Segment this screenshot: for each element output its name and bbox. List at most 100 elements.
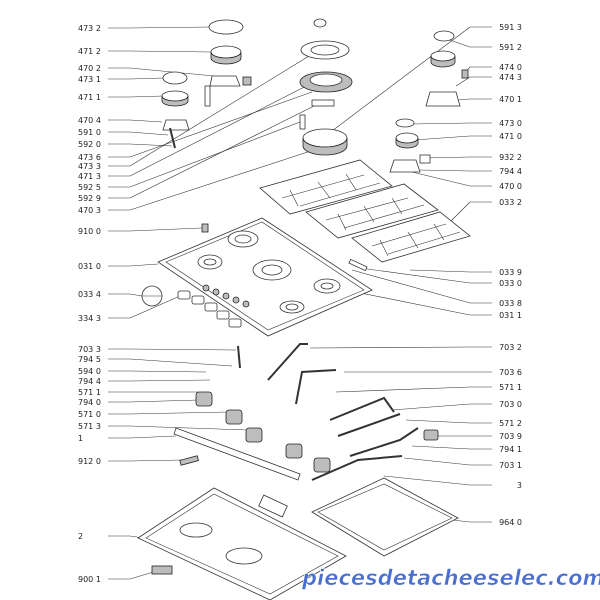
leader-line-right	[411, 445, 471, 450]
leader-line-right	[403, 457, 471, 466]
part-label-right: 033 2	[499, 198, 522, 207]
leader-line-left	[129, 143, 173, 147]
leader-line-right	[383, 475, 471, 486]
part-label-left: 592 9	[78, 194, 101, 203]
leader-line-right	[345, 289, 471, 316]
leader-line-left	[129, 131, 169, 136]
control-knobs	[177, 290, 242, 328]
leader-line-left	[129, 95, 164, 98]
part-label-right: 571 2	[499, 419, 522, 428]
leader-line-right	[409, 269, 471, 273]
leader-line-left	[129, 295, 181, 319]
leader-line-right	[455, 76, 471, 87]
part-label-right: 3	[517, 481, 522, 490]
part-label-left: 592 5	[78, 183, 101, 192]
part-label-left: 910 0	[78, 227, 101, 236]
leader-line-left	[129, 26, 211, 29]
leader-line-right	[309, 346, 471, 349]
part-label-left: 473 6	[78, 153, 101, 162]
part-label-left: 473 2	[78, 24, 101, 33]
leader-line-right	[413, 135, 471, 141]
part-label-left: 900 1	[78, 575, 101, 584]
leader-line-left	[129, 81, 315, 177]
part-label-left: 031 0	[78, 262, 101, 271]
gas-pipe-assembly	[237, 343, 419, 481]
leader-line-left	[129, 121, 301, 188]
leader-line-right	[451, 519, 471, 523]
burner-body-left-2	[162, 85, 211, 131]
part-label-right: 474 3	[499, 73, 522, 82]
part-label-left: 471 1	[78, 93, 101, 102]
leader-line-left	[129, 145, 327, 211]
part-label-right: 794 4	[499, 167, 522, 176]
leader-line-left	[129, 459, 183, 462]
leader-line-right	[351, 269, 471, 304]
part-label-left: 912 0	[78, 457, 101, 466]
part-label-right: 591 3	[499, 23, 522, 32]
leader-line-left	[129, 293, 143, 297]
part-label-right: 033 9	[499, 268, 522, 277]
hob-top-plate	[157, 217, 373, 337]
burner-cap-right-2	[395, 118, 415, 128]
burner-crown-right	[430, 50, 456, 68]
leader-line-left	[129, 435, 177, 439]
part-label-left: 471 3	[78, 172, 101, 181]
part-label-right: 794 1	[499, 445, 522, 454]
leader-line-left	[129, 103, 319, 199]
pan-support-middle	[305, 183, 439, 239]
burner-cap-right	[433, 30, 455, 42]
burner-cap-center	[313, 18, 327, 28]
leader-line-right	[391, 403, 471, 411]
part-label-left: 703 3	[78, 345, 101, 354]
part-label-right: 591 2	[499, 43, 522, 52]
part-label-left: 571 3	[78, 422, 101, 431]
leader-line-left	[129, 358, 233, 367]
ignition-bar	[173, 427, 301, 481]
leader-line-right	[411, 171, 471, 187]
leader-line-left	[129, 227, 203, 232]
part-label-left: 473 1	[78, 75, 101, 84]
pan-support-left	[259, 159, 393, 215]
leader-line-right	[423, 156, 471, 159]
part-label-right: 474 0	[499, 63, 522, 72]
screw-bottom	[179, 455, 199, 466]
part-label-left: 473 3	[78, 162, 101, 171]
part-label-right: 571 1	[499, 383, 522, 392]
leader-line-right	[449, 201, 471, 223]
leader-line-left	[129, 263, 159, 267]
part-label-left: 1	[78, 434, 83, 443]
part-label-left: 594 0	[78, 367, 101, 376]
leader-line-left	[129, 47, 323, 167]
burner-body-right-2	[389, 154, 431, 173]
leader-lines	[108, 26, 492, 580]
burner-body-right	[425, 69, 469, 107]
leader-line-left	[129, 411, 229, 415]
burner-ring-center	[300, 40, 350, 60]
leader-line-left	[129, 399, 199, 403]
part-label-right: 703 9	[499, 432, 522, 441]
part-label-left: 471 2	[78, 47, 101, 56]
part-label-left: 571 0	[78, 410, 101, 419]
burner-body-left	[209, 75, 252, 87]
part-label-left: 592 0	[78, 140, 101, 149]
leader-line-right	[411, 122, 471, 125]
part-label-left: 794 0	[78, 398, 101, 407]
part-label-right: 473 0	[499, 119, 522, 128]
leader-line-left	[129, 77, 164, 80]
part-label-right: 703 6	[499, 368, 522, 377]
thermocouple-left	[169, 127, 176, 149]
part-label-right: 471 0	[499, 132, 522, 141]
burner-crown-left	[210, 45, 242, 65]
gasket-strip	[348, 258, 368, 272]
leader-line-left	[129, 348, 237, 351]
hob-seal	[311, 477, 459, 557]
part-label-right: 703 1	[499, 461, 522, 470]
burner-body-center	[299, 99, 348, 156]
part-label-right: 703 2	[499, 343, 522, 352]
part-label-right: 033 8	[499, 299, 522, 308]
leader-line-left	[129, 425, 249, 431]
burner-crown-center	[299, 71, 353, 93]
part-label-left: 033 4	[78, 290, 101, 299]
